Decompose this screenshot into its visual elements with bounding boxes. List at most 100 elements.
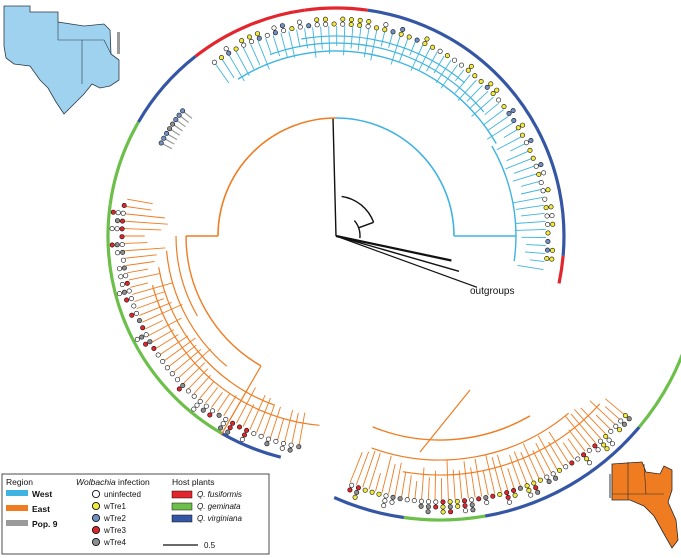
- tip-infection-dot: [613, 423, 619, 429]
- west-map-pop9-strip: [117, 32, 120, 54]
- east-sub-tip-branch: [605, 398, 625, 415]
- east-sub-tip-branch: [562, 442, 575, 460]
- tip-infection-dot: [249, 39, 255, 45]
- tip-infection-dot: [123, 273, 129, 279]
- east-tip-branch: [164, 337, 196, 361]
- tip-infection-dot: [512, 492, 518, 498]
- west-backbone-arc: [335, 117, 455, 237]
- west-tip-branch: [471, 96, 494, 117]
- tip-infection-dot: [440, 504, 446, 510]
- tip-infection-dot: [216, 412, 222, 418]
- east-sub-tip-branch: [394, 462, 402, 496]
- east-tip-branch: [128, 272, 161, 281]
- tip-infection-dot: [242, 432, 248, 438]
- tip-infection-dot: [411, 498, 417, 504]
- east-tip-branch: [126, 206, 152, 211]
- east-sub-tip-branch: [388, 463, 396, 495]
- legend-wtre4-label: wTre4: [103, 538, 126, 547]
- west-tip-branch: [380, 31, 386, 47]
- tip-infection-dot: [622, 413, 628, 419]
- west-tip-branch: [357, 27, 362, 51]
- legend-host-title: Host plants: [172, 477, 215, 487]
- tip-infection-dot: [117, 291, 123, 297]
- east-tip-branch: [242, 404, 255, 427]
- tip-infection-dot: [119, 281, 125, 287]
- tip-infection-dot: [256, 35, 262, 41]
- tip-infection-dot: [265, 436, 271, 442]
- west-tip-branch: [399, 38, 409, 62]
- tip-infection-dot: [549, 256, 555, 262]
- tip-infection-dot: [147, 339, 153, 345]
- east-sub-arc: [372, 415, 531, 441]
- legend-wtre4-dot: [91, 537, 101, 547]
- east-tip-branch: [249, 394, 266, 430]
- tip-infection-dot: [323, 21, 329, 27]
- west-tip-branch: [440, 64, 458, 89]
- tip-infection-dot: [115, 250, 121, 256]
- tip-infection-dot: [119, 242, 125, 248]
- tip-infection-dot: [161, 135, 167, 141]
- host-ring-segment: [194, 8, 305, 58]
- tip-infection-dot: [306, 23, 312, 29]
- tip-infection-dot: [120, 257, 126, 263]
- tip-infection-dot: [400, 26, 406, 32]
- tip-infection-dot: [331, 21, 337, 27]
- tip-infection-dot: [143, 332, 149, 338]
- east-map-borders: [612, 462, 664, 500]
- east-sub-tip-branch: [434, 470, 437, 500]
- outgroup-branch: [335, 235, 478, 288]
- tip-infection-dot: [470, 507, 476, 513]
- tip-infection-dot: [544, 255, 550, 261]
- tip-infection-dot: [348, 17, 354, 23]
- pop9-tip-branch: [177, 120, 186, 128]
- tip-infection-dot: [515, 125, 521, 131]
- tip-infection-dot: [239, 38, 245, 44]
- tip-infection-dot: [219, 55, 225, 61]
- tip-infection-dot: [469, 497, 475, 503]
- tip-infection-dot: [543, 205, 549, 211]
- legend: Region West East Pop. 9 Wolbachia infect…: [1, 473, 270, 555]
- tip-infection-dot: [158, 140, 164, 146]
- tip-infection-dot: [280, 440, 286, 446]
- east-sub-tip-branch: [568, 429, 586, 452]
- east-tip-branch: [155, 334, 179, 349]
- west-tip-branch: [505, 158, 532, 170]
- legend-wtre1-dot: [91, 501, 101, 511]
- tip-infection-dot: [241, 42, 247, 48]
- tip-infection-dot: [468, 63, 474, 69]
- west-map-borders: [57, 22, 112, 84]
- tip-infection-dot: [273, 438, 279, 444]
- tip-infection-dot: [531, 480, 537, 486]
- legend-east-label: East: [32, 504, 50, 514]
- legend-box: [1, 473, 270, 555]
- west-tip-branch: [280, 33, 288, 58]
- legend-wtre2-dot: [91, 513, 101, 523]
- east-tip-branch: [236, 387, 256, 424]
- tip-infection-dot: [616, 427, 622, 433]
- east-tip-branch: [256, 397, 271, 433]
- tip-infection-dot: [426, 499, 432, 505]
- tip-infection-dot: [553, 475, 559, 481]
- tip-infection-dot: [530, 155, 536, 161]
- host-ring-segment: [106, 204, 140, 351]
- tip-infection-dot: [544, 247, 550, 253]
- tip-infection-dot: [169, 371, 175, 377]
- tip-infection-dot: [484, 499, 490, 505]
- tip-infection-dot: [549, 213, 555, 219]
- tip-infection-dot: [478, 79, 484, 85]
- east-sub-tip-branch: [421, 467, 425, 500]
- east-tip-branch: [217, 393, 230, 413]
- tip-infection-dot: [227, 425, 233, 431]
- east-tip-branch: [134, 291, 166, 302]
- tip-infection-dot: [119, 226, 125, 232]
- tip-infection-dot: [597, 438, 603, 444]
- tip-infection-dot: [406, 34, 412, 40]
- tip-infection-dot: [545, 239, 551, 245]
- east-sub-tip-branch: [567, 438, 581, 456]
- west-tip-branch: [510, 143, 525, 152]
- west-tip-branch: [526, 244, 546, 246]
- tip-infection-dot: [595, 447, 601, 453]
- west-tip-branch: [433, 55, 445, 74]
- west-tip-branch: [343, 26, 346, 56]
- tip-infection-dot: [297, 24, 303, 30]
